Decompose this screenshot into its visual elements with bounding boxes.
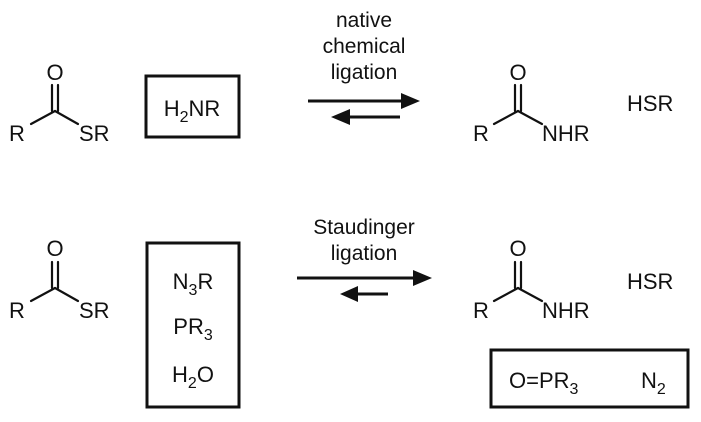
bond-carbonyl-s — [53, 286, 80, 303]
conditions-staudinger-ligation: Staudinger ligation — [313, 216, 415, 265]
condition-line-1: native — [336, 9, 392, 32]
r-group-label: R — [473, 298, 489, 323]
reagent-box-amine — [144, 74, 241, 139]
reaction-staudinger-ligation: O R SR N3R PR3 H2O Staudinger ligation — [9, 216, 690, 409]
oxygen-label: O — [509, 60, 526, 85]
bond-r-carbonyl — [29, 286, 57, 303]
phosphine-reagent-label: PR3 — [173, 314, 213, 344]
bond-carbonyl-n — [516, 109, 544, 126]
reagent-box-staudinger — [145, 241, 241, 409]
bond-carbonyl-n — [516, 286, 544, 303]
bond-r-carbonyl — [492, 109, 520, 126]
equilibrium-arrows-1 — [308, 93, 420, 125]
bond-r-carbonyl — [492, 286, 520, 303]
thioester-sr-label: SR — [79, 298, 110, 323]
amide-nhr-label: NHR — [542, 298, 590, 323]
amine-reagent-label: H2NR — [164, 96, 221, 126]
condition-line-1: Staudinger — [313, 216, 415, 239]
thioester-reactant-2: O R SR — [9, 236, 110, 323]
condition-line-2: chemical — [323, 35, 406, 58]
reverse-arrowhead — [331, 109, 350, 125]
bond-carbonyl-s — [53, 109, 80, 126]
phosphine-oxide-label: O=PR3 — [509, 368, 579, 398]
azide-reagent-label: N3R — [173, 269, 214, 299]
amide-product-1: O R NHR — [473, 60, 590, 146]
r-group-label: R — [9, 121, 25, 146]
reaction-native-chemical-ligation: O R SR H2NR native chemical ligation — [9, 9, 673, 146]
condition-line-3: ligation — [331, 61, 398, 84]
water-reagent-label: H2O — [172, 362, 214, 392]
nitrogen-gas-label: N2 — [641, 368, 666, 398]
equilibrium-arrows-2 — [297, 270, 432, 302]
oxygen-label: O — [46, 236, 63, 261]
thioester-reactant-1: O R SR — [9, 60, 110, 146]
condition-line-2: ligation — [331, 242, 398, 265]
amide-product-2: O R NHR — [473, 236, 590, 323]
reverse-arrowhead — [340, 286, 358, 302]
thioester-sr-label: SR — [79, 121, 110, 146]
conditions-native-chemical-ligation: native chemical ligation — [323, 9, 406, 84]
bond-r-carbonyl — [29, 109, 57, 126]
forward-arrowhead — [401, 93, 420, 109]
r-group-label: R — [473, 121, 489, 146]
byproduct-hsr: HSR — [627, 91, 673, 116]
byproduct-hsr: HSR — [627, 269, 673, 294]
r-group-label: R — [9, 298, 25, 323]
oxygen-label: O — [509, 236, 526, 261]
amide-nhr-label: NHR — [542, 121, 590, 146]
forward-arrowhead — [413, 270, 432, 286]
oxygen-label: O — [46, 60, 63, 85]
coproduct-box — [489, 348, 690, 409]
